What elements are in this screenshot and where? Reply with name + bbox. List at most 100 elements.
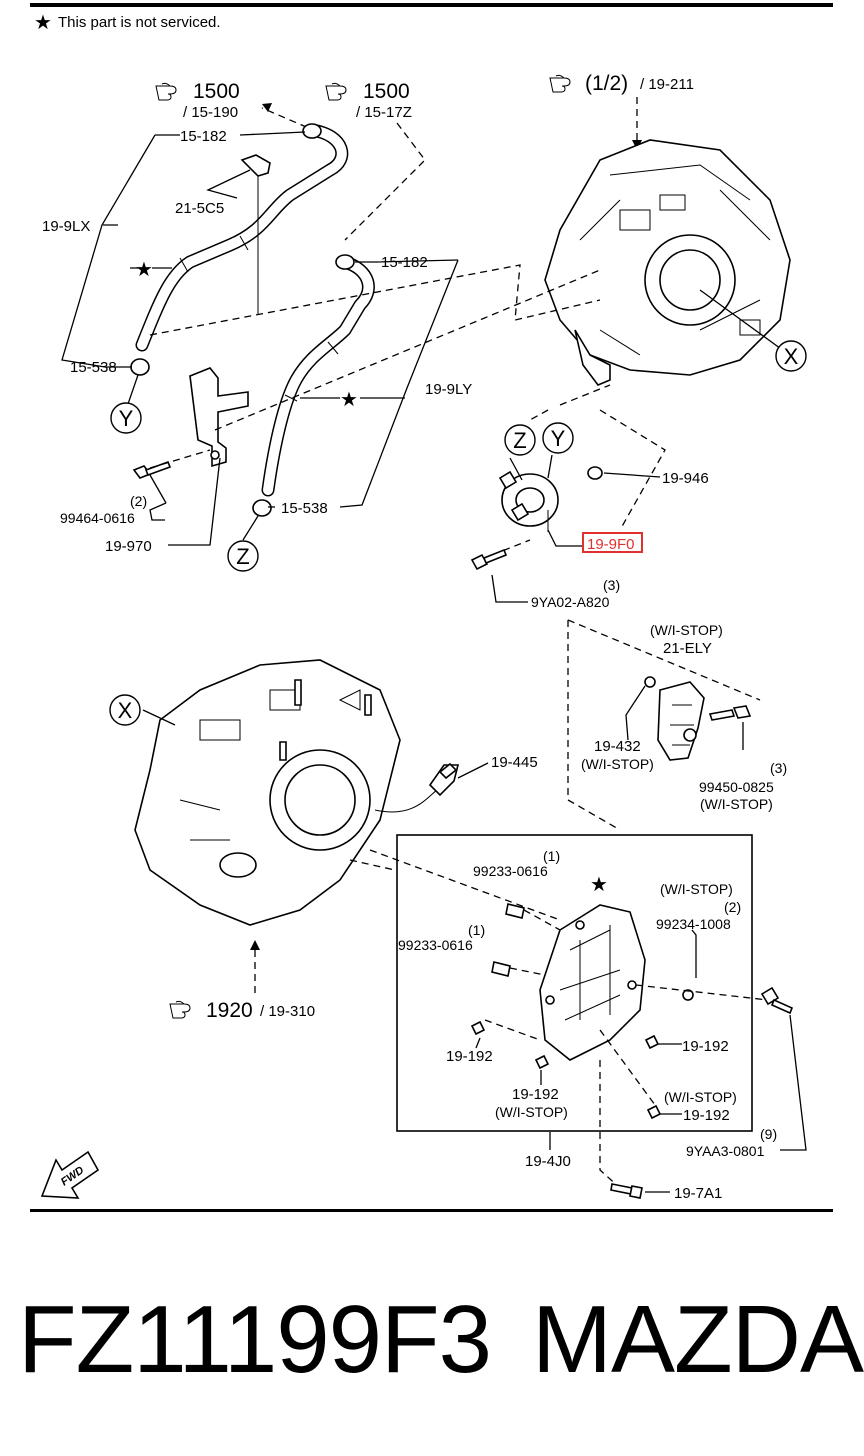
- label-19-192[interactable]: 19-192: [446, 1048, 493, 1065]
- label-15-538[interactable]: 15-538: [281, 500, 328, 517]
- label-wi-stop: (W/I-STOP): [700, 796, 773, 812]
- label-19-192[interactable]: 19-192: [683, 1107, 730, 1124]
- bolt-99450-0825: [708, 705, 752, 721]
- label-19-946[interactable]: 19-946: [662, 470, 709, 487]
- ref-sub: / 19-211: [640, 76, 694, 93]
- label-19-4j0[interactable]: 19-4J0: [525, 1153, 571, 1170]
- callout-circle-z-left: Z: [227, 540, 259, 572]
- pointing-hand-icon: [155, 82, 177, 101]
- label-99233-0616[interactable]: 99233-0616: [473, 863, 548, 879]
- hose-19-9ly: [261, 255, 375, 497]
- callout-circle-x-lower: X: [109, 694, 141, 726]
- pointing-hand-icon: [549, 74, 571, 93]
- callout-circle-z-cooler: Z: [504, 424, 536, 456]
- ref-1500-a[interactable]: 1500 / 15-190: [155, 80, 240, 121]
- ref-sub: / 15-190: [183, 104, 238, 121]
- transmission-case-upper: [544, 139, 791, 386]
- cap-19-192-a: [470, 1020, 486, 1036]
- oring-19-432: [644, 676, 656, 688]
- label-15-182[interactable]: 15-182: [180, 128, 227, 145]
- brand-name: MAZDA: [532, 1286, 864, 1393]
- pin-99233-0616-a: [505, 903, 525, 919]
- pin-99233-0616-b: [491, 961, 511, 977]
- header-note: This part is not serviced.: [58, 14, 221, 31]
- part-21-5c5: [240, 154, 271, 315]
- label-9ya02-a820[interactable]: 9YA02-A820: [531, 594, 610, 610]
- label-15-182[interactable]: 15-182: [381, 254, 428, 271]
- star-icon: ★: [590, 874, 608, 896]
- label-qty: (3): [603, 577, 620, 593]
- svg-text:X: X: [784, 344, 799, 369]
- cap-19-192-d: [646, 1104, 662, 1120]
- ref-1-2[interactable]: (1/2) / 19-211: [549, 72, 694, 95]
- label-qty: (1): [468, 922, 485, 938]
- fwd-arrow-icon: FWD: [40, 1150, 100, 1199]
- callout-circle-x-upper: X: [775, 340, 807, 372]
- label-19-9lx[interactable]: 19-9LX: [42, 218, 90, 235]
- bolt-99464-0616: [132, 460, 172, 479]
- label-19-445[interactable]: 19-445: [491, 754, 538, 771]
- transmission-case-lower: [134, 659, 446, 926]
- svg-text:Y: Y: [551, 426, 566, 451]
- label-15-538[interactable]: 15-538: [70, 359, 117, 376]
- label-21-5c5[interactable]: 21-5C5: [175, 200, 224, 217]
- clamp-15-182-b: [335, 254, 355, 270]
- label-99233-0616[interactable]: 99233-0616: [398, 937, 473, 953]
- top-rule: [30, 3, 833, 7]
- bottom-rule: [30, 1209, 833, 1212]
- label-wi-stop: (W/I-STOP): [650, 622, 723, 638]
- label-qty: (2): [724, 899, 741, 915]
- star-icon: ★: [340, 389, 358, 411]
- ref-sub: / 19-310: [260, 1003, 315, 1020]
- cap-19-192-c: [534, 1054, 550, 1070]
- label-99464-0616[interactable]: 99464-0616: [60, 510, 135, 526]
- svg-text:Y: Y: [119, 406, 134, 431]
- callout-circle-y-left: Y: [110, 402, 142, 434]
- label-19-432[interactable]: 19-432: [594, 738, 641, 755]
- label-qty: (9): [760, 1126, 777, 1142]
- ref-num: 1500: [193, 80, 240, 103]
- highlighted-part-19-9f0[interactable]: 19-9F0: [582, 532, 643, 553]
- bolt-9yaa3-0801: [760, 986, 794, 1015]
- clamp-15-538-a: [130, 358, 150, 376]
- label-qty: (3): [770, 760, 787, 776]
- bracket-19-970: [189, 367, 249, 468]
- label-19-9ly[interactable]: 19-9LY: [425, 381, 472, 398]
- ref-num: 1500: [363, 80, 410, 103]
- ref-num: (1/2): [585, 72, 628, 95]
- svg-text:X: X: [118, 698, 133, 723]
- ref-1920[interactable]: 1920 / 19-310: [169, 999, 315, 1022]
- highlight-box: [582, 532, 643, 553]
- label-qty: (2): [130, 493, 147, 509]
- svg-text:Z: Z: [236, 544, 249, 569]
- label-19-970[interactable]: 19-970: [105, 538, 152, 555]
- clamp-15-182-a: [302, 123, 322, 139]
- oring-19-946: [587, 466, 603, 480]
- sensor-19-445: [428, 762, 460, 797]
- label-wi-stop: (W/I-STOP): [581, 756, 654, 772]
- part-21-ely: [657, 681, 705, 761]
- label-19-7a1[interactable]: 19-7A1: [674, 1185, 722, 1202]
- part-number: FZ11199F3: [18, 1286, 492, 1393]
- label-99450-0825[interactable]: 99450-0825: [699, 779, 774, 795]
- label-19-192[interactable]: 19-192: [682, 1038, 729, 1055]
- assembly-box: [396, 834, 753, 1132]
- label-wi-stop: (W/I-STOP): [660, 881, 733, 897]
- label-9yaa3-0801[interactable]: 9YAA3-0801: [686, 1143, 765, 1159]
- pointing-hand-icon: [169, 1000, 191, 1019]
- label-qty: (1): [543, 848, 560, 864]
- cap-19-192-b: [644, 1034, 660, 1050]
- callout-circle-y-cooler: Y: [542, 422, 574, 454]
- label-wi-stop: (W/I-STOP): [495, 1104, 568, 1120]
- star-icon: ★: [34, 12, 52, 34]
- plug-99234-1008: [682, 989, 694, 1001]
- label-99234-1008[interactable]: 99234-1008: [656, 916, 731, 932]
- ref-1500-b[interactable]: 1500 / 15-17Z: [325, 80, 412, 121]
- bolt-19-7a1: [610, 1183, 643, 1199]
- cover-19-4j0: [539, 904, 646, 1061]
- part-19-9f0: [498, 470, 559, 532]
- label-21-ely[interactable]: 21-ELY: [663, 640, 712, 657]
- ref-num: 1920: [206, 999, 253, 1022]
- label-19-192[interactable]: 19-192: [512, 1086, 559, 1103]
